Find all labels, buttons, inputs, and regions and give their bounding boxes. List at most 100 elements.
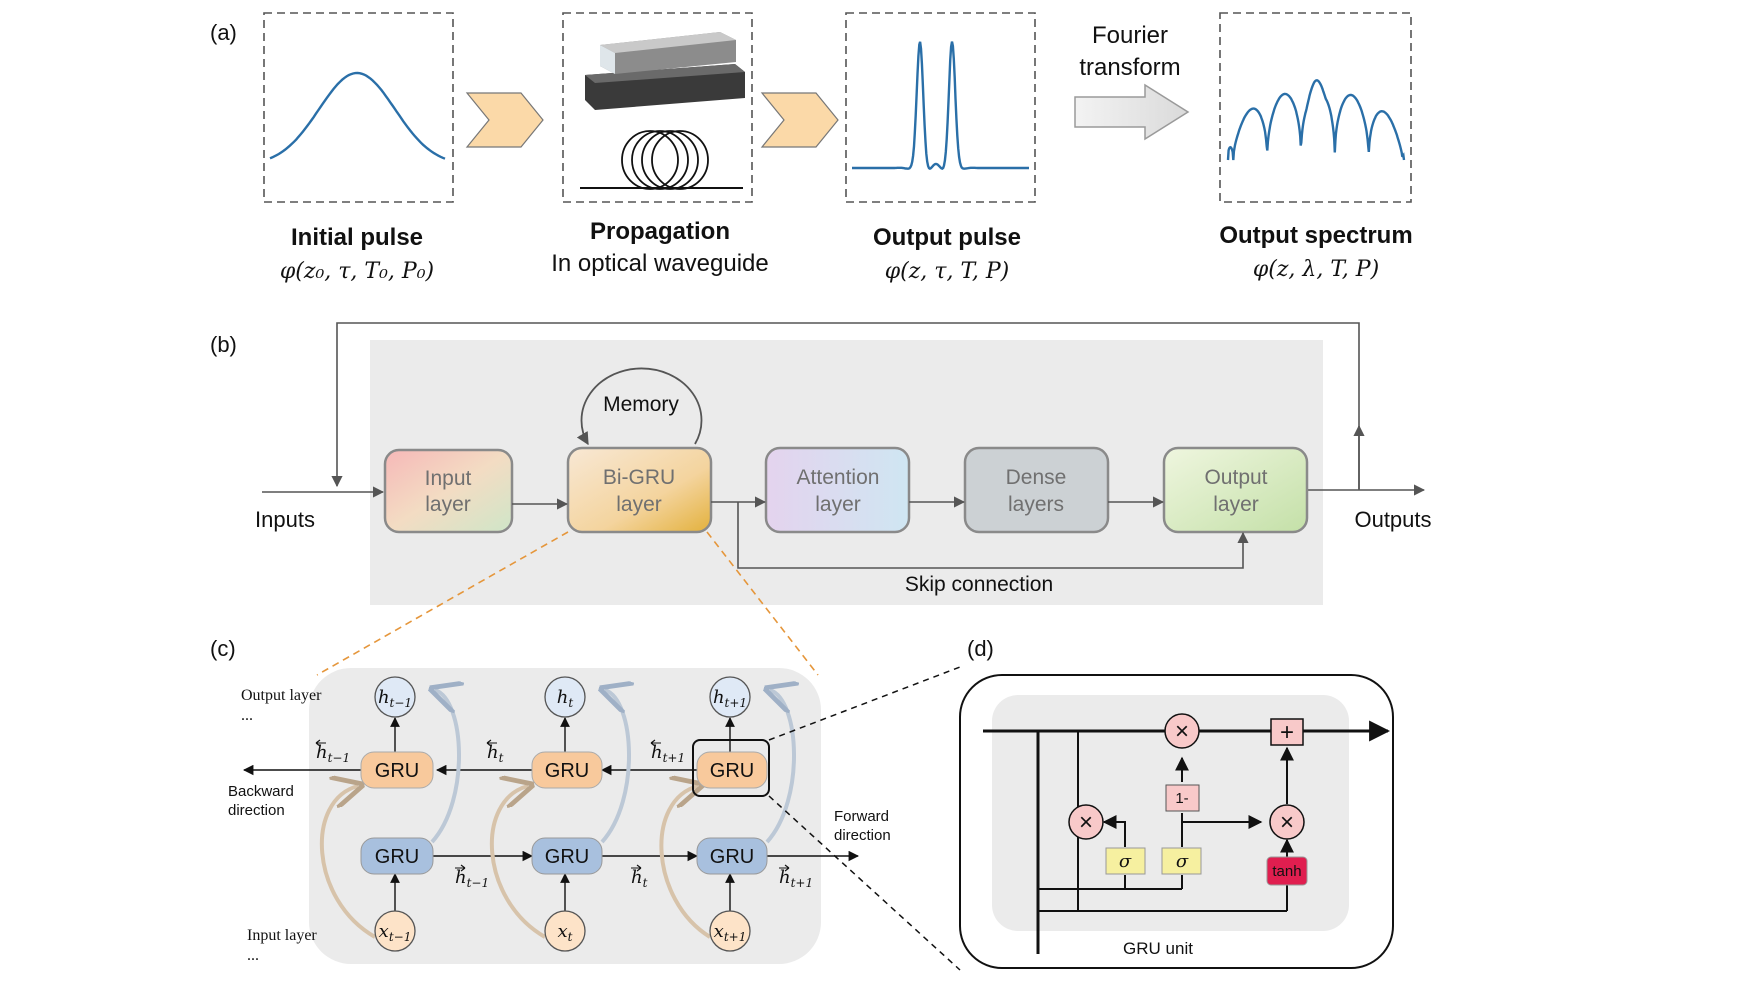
dense-layers-box: Dense layers	[963, 446, 1110, 534]
gru-label: GRU	[545, 846, 589, 868]
chevron-arrow-1	[465, 92, 544, 148]
forward-gru-2: GRU	[531, 837, 603, 875]
output-spectrum-title: Output spectrum	[1219, 222, 1412, 249]
hidden-subscript: t+1	[791, 876, 814, 890]
forward-direction-text-2: direction	[834, 827, 891, 844]
multiply-gate-reset: ×	[1068, 804, 1104, 840]
skip-connection-line	[737, 502, 1249, 569]
svg-text:ht: ht	[631, 867, 648, 890]
forward-hidden-label-2: ht	[631, 864, 648, 890]
backward-hidden-label-1: ht−1	[315, 739, 350, 765]
multiply-gate-top: ×	[1164, 713, 1200, 749]
inputs-label: Inputs	[255, 507, 315, 532]
add-gate: +	[1270, 718, 1304, 746]
gru-label: GRU	[375, 846, 419, 868]
hidden-base: h	[651, 742, 663, 763]
tanh-label: tanh	[1272, 863, 1301, 880]
fourier-label-line2: transform	[1079, 54, 1180, 81]
plus-icon: +	[1280, 719, 1294, 746]
curve-x2-to-back-gru	[489, 786, 546, 939]
memory-label: Memory	[603, 393, 679, 416]
hidden-subscript: t+1	[663, 751, 686, 765]
gru-unit-inner-bg	[992, 695, 1349, 931]
forward-hidden-label-1: ht−1	[455, 864, 490, 890]
tanh-gate: tanh	[1266, 856, 1308, 886]
hidden-base: h	[631, 867, 643, 888]
multiply-gate-update: ×	[1269, 804, 1305, 840]
output-spectrum-curve	[1226, 79, 1406, 161]
input-layer-box: Input layer	[383, 448, 514, 534]
gru-label: GRU	[710, 760, 754, 782]
backward-direction-text-2: direction	[228, 802, 285, 819]
hidden-base: h	[316, 742, 328, 763]
gaussian-pulse-curve	[269, 71, 446, 160]
zoom-line-left	[316, 531, 569, 676]
gru-label: GRU	[545, 760, 589, 782]
input-x-2: xt	[544, 910, 586, 952]
memory-loop	[576, 367, 703, 446]
x-base: x	[714, 921, 724, 942]
curve-fwd-gru2-to-h	[602, 690, 629, 844]
chevron-arrow-2	[760, 92, 839, 148]
output-spectrum-formula: φ(z, λ, T, P)	[1253, 257, 1379, 282]
skip-connection-label: Skip connection	[905, 573, 1053, 596]
backward-gru-1: GRU	[360, 751, 434, 789]
backward-hidden-label-3: ht+1	[650, 739, 686, 765]
hidden-subscript: t	[643, 876, 648, 890]
times-icon: ×	[1280, 809, 1294, 836]
curve-fwd-gru1-to-h	[432, 690, 459, 844]
times-icon: ×	[1175, 718, 1189, 745]
input-x-3: xt+1	[709, 910, 751, 952]
hidden-subscript: t	[499, 751, 504, 765]
svg-text:ht−1: ht−1	[316, 742, 350, 765]
sigma-gate-1: σ	[1105, 847, 1146, 875]
backward-hidden-label-2: ht	[486, 739, 504, 765]
panel-label-d: (d)	[967, 636, 994, 661]
hidden-base: h	[779, 867, 791, 888]
forward-direction-text-1: Forward	[834, 808, 889, 825]
panel-label-b: (b)	[210, 332, 237, 357]
curve-x1-to-back-gru	[319, 786, 376, 939]
gru-label: GRU	[710, 846, 754, 868]
h-subscript: t+1	[725, 696, 748, 710]
hidden-base: h	[487, 742, 499, 763]
initial-pulse-formula: φ(z₀, τ, T₀, P₀)	[280, 259, 434, 284]
attention-layer-label-2: layer	[815, 493, 861, 516]
sigma-label: σ	[1119, 851, 1132, 872]
hidden-base: h	[455, 867, 467, 888]
bigru-layer-box: Bi-GRU layer	[566, 446, 713, 534]
h-base: h	[557, 687, 569, 708]
svg-text:xt−1: xt−1	[379, 921, 412, 944]
output-ellipsis: ...	[241, 707, 253, 724]
dense-layers-label-1: Dense	[1006, 466, 1067, 489]
bigru-detail-background	[309, 668, 821, 964]
input-x-1: xt−1	[374, 910, 416, 952]
attention-layer-label-1: Attention	[797, 466, 880, 489]
svg-text:ht+1: ht+1	[779, 867, 813, 890]
dense-layers-label-2: layers	[1008, 493, 1064, 516]
svg-text:xt+1: xt+1	[714, 921, 747, 944]
input-layer-label-1: Input	[425, 467, 472, 490]
h-base: h	[378, 687, 390, 708]
curve-fwd-gru3-to-h	[767, 690, 794, 844]
fourier-label-line1: Fourier	[1092, 22, 1168, 49]
curve-x3-to-back-gru	[659, 786, 712, 939]
propagation-subtitle: In optical waveguide	[551, 250, 768, 277]
times-icon: ×	[1079, 809, 1093, 836]
bigru-layer-label-1: Bi-GRU	[603, 466, 675, 489]
panel-label-a: (a)	[210, 20, 237, 45]
x-base: x	[379, 921, 389, 942]
hidden-subscript: t−1	[467, 876, 490, 890]
forward-gru-3: GRU	[696, 837, 768, 875]
initial-pulse-title: Initial pulse	[291, 224, 423, 251]
attention-layer-box: Attention layer	[764, 446, 911, 534]
output-spectrum-plot	[1219, 12, 1412, 203]
x-subscript: t−1	[389, 930, 412, 944]
output-h-3: ht+1	[709, 676, 751, 718]
highlighted-gru-frame	[692, 739, 770, 797]
output-h-2: ht	[544, 676, 586, 718]
svg-text:ht+1: ht+1	[713, 687, 747, 710]
h-base: h	[713, 687, 725, 708]
output-pulse-formula: φ(z, τ, T, P)	[885, 259, 1010, 284]
x-base: x	[558, 921, 568, 942]
